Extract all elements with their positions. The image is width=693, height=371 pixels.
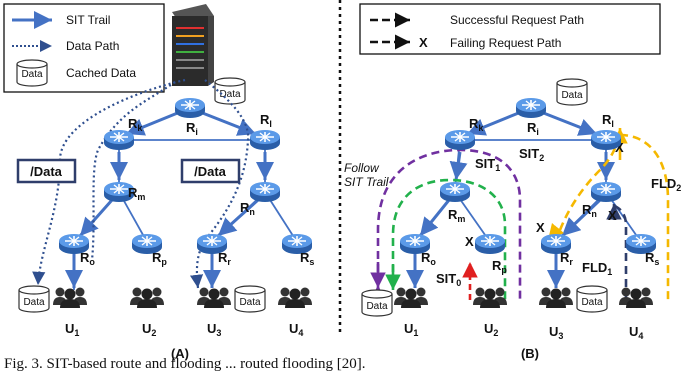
router-b-n-icon <box>590 181 622 203</box>
router-i-icon <box>174 97 206 119</box>
user-group-4-icon <box>278 287 312 308</box>
label-b-rp: Rp <box>492 258 507 275</box>
sit0-label: SIT0 <box>436 271 461 288</box>
legend-fail-mark: X <box>419 35 428 50</box>
label-b-rk: Rk <box>469 116 484 133</box>
cache-b-u1-label: Data <box>366 301 388 312</box>
user-group-b2-icon <box>473 287 507 308</box>
label-rp: Rp <box>152 250 167 267</box>
label-u2: U2 <box>142 321 156 338</box>
legend-sit-trail: SIT Trail <box>66 13 110 27</box>
router-b-i-icon <box>515 97 547 119</box>
router-b-m-icon <box>439 181 471 203</box>
data-name-box-right <box>180 158 241 184</box>
label-b-rm: Rm <box>448 207 465 224</box>
follow-sit-line2: SIT Trail <box>344 175 389 189</box>
fld1-label: FLD1 <box>582 260 612 277</box>
label-b-u1: U1 <box>404 321 418 338</box>
label-u3: U3 <box>207 321 221 338</box>
server-cache-label: Data <box>219 89 241 100</box>
label-rm: Rm <box>128 185 145 202</box>
panel-a-label: (A) <box>171 346 189 361</box>
legend-fail: Failing Request Path <box>450 36 561 50</box>
panel-b: Successful Request Path X Failing Reques… <box>344 3 681 361</box>
server-icon <box>172 4 214 86</box>
label-b-u2: U2 <box>484 321 498 338</box>
label-rn: Rn <box>240 200 255 217</box>
user-group-2-icon <box>130 287 164 308</box>
router-b-p-icon <box>474 233 506 255</box>
label-ri: Ri <box>186 120 198 137</box>
label-b-u3: U3 <box>549 324 563 341</box>
data-name-box-left <box>16 158 77 184</box>
label-u1: U1 <box>65 321 79 338</box>
data-name-box-right-label: /Data <box>194 164 227 179</box>
label-b-rn: Rn <box>582 202 597 219</box>
label-b-ri: Ri <box>527 120 539 137</box>
sit2-label: SIT2 <box>519 146 544 163</box>
cache-b-u3-label: Data <box>581 297 603 308</box>
label-b-u4: U4 <box>629 324 643 341</box>
label-b-ro: Ro <box>421 250 436 267</box>
legend-data-path: Data Path <box>66 39 119 53</box>
label-rr: Rr <box>218 250 231 267</box>
label-rl: Rl <box>260 112 272 129</box>
router-k-icon <box>103 129 135 151</box>
panel-b-label: (B) <box>521 346 539 361</box>
user-group-b4-icon <box>619 287 653 308</box>
user-group-3-icon <box>197 287 231 308</box>
fld-left-x-mark: X <box>536 220 545 235</box>
router-l-icon <box>249 129 281 151</box>
cache-u3-label: Data <box>239 297 261 308</box>
fld2-x-mark: X <box>615 140 624 155</box>
fld1-x-mark: X <box>608 208 617 223</box>
label-b-rs: Rs <box>645 250 659 267</box>
sit0-x-mark: X <box>465 234 474 249</box>
legend-cached-data: Cached Data <box>66 66 136 80</box>
panel-a: SIT Trail Data Path Data Cached Data Dat… <box>3 3 314 361</box>
cache-u1-label: Data <box>23 297 45 308</box>
server-cache-b-label: Data <box>561 90 583 101</box>
label-u4: U4 <box>289 321 303 338</box>
router-n-icon <box>249 181 281 203</box>
legend-b-box <box>359 3 661 55</box>
label-b-rl: Rl <box>602 112 614 129</box>
fld2-label: FLD2 <box>651 176 681 193</box>
follow-sit-line1: Follow <box>344 161 380 175</box>
data-name-box-left-label: /Data <box>30 164 63 179</box>
user-group-b1-icon <box>394 287 428 308</box>
label-rs: Rs <box>300 250 314 267</box>
label-ro: Ro <box>80 250 95 267</box>
router-b-l-icon <box>590 129 622 151</box>
router-b-k-icon <box>444 129 476 151</box>
figure-caption: Fig. 3. SIT-based route and flooding ...… <box>4 356 365 371</box>
sit1-label: SIT1 <box>475 156 500 173</box>
legend-success: Successful Request Path <box>450 13 584 27</box>
label-rk: Rk <box>128 116 143 133</box>
label-b-rr: Rr <box>560 250 573 267</box>
user-group-b3-icon <box>539 287 573 308</box>
cache-legend-icon-label: Data <box>21 69 43 80</box>
user-group-1-icon <box>53 287 87 308</box>
